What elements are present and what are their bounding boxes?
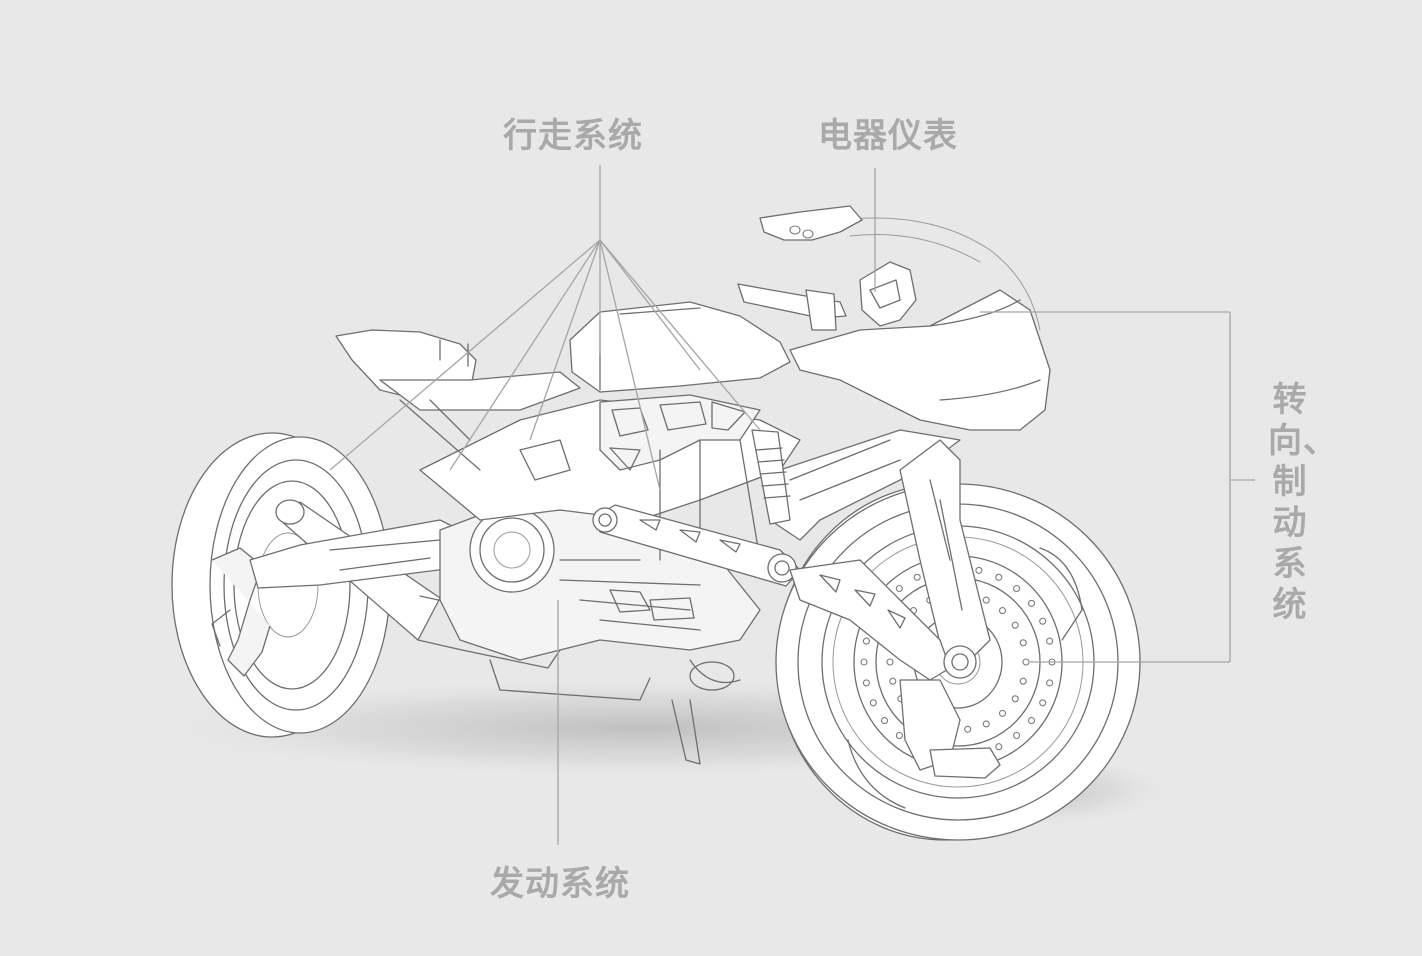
disc-hole xyxy=(886,658,894,666)
label-engine-system: 发动系统 xyxy=(490,864,630,904)
disc-hole xyxy=(1019,639,1027,647)
label-steering-braking-system: 转向、制动系统 xyxy=(1268,380,1338,625)
disc-hole xyxy=(1039,617,1047,625)
disc-hole xyxy=(862,637,870,645)
disc-hole xyxy=(1019,677,1027,685)
fuel-tank xyxy=(569,301,791,393)
disc-hole xyxy=(995,573,1003,581)
disc-hole xyxy=(862,679,870,687)
disc-hole xyxy=(982,720,990,728)
disc-hole xyxy=(975,566,983,574)
disc-hole xyxy=(1022,658,1030,666)
label-chassis-system: 行走系统 xyxy=(503,116,643,156)
disc-hole xyxy=(1046,679,1054,687)
disc-hole xyxy=(880,717,889,725)
disc-hole xyxy=(913,573,921,581)
disc-hole xyxy=(1013,731,1021,740)
disc-hole xyxy=(869,699,877,707)
disc-hole xyxy=(995,743,1003,751)
callout-steering-braking xyxy=(980,311,1255,663)
disc-hole xyxy=(1011,695,1019,703)
windscreen xyxy=(839,217,1041,331)
disc-hole xyxy=(860,658,868,666)
seat-tail xyxy=(335,329,581,471)
disc-hole xyxy=(964,725,972,733)
main-frame xyxy=(419,394,961,561)
disc-hole xyxy=(1039,699,1047,707)
handlebar xyxy=(737,283,847,331)
disc-hole xyxy=(982,596,990,604)
side-stand xyxy=(671,699,701,765)
disc-hole xyxy=(998,709,1007,717)
disc-hole xyxy=(1046,637,1054,645)
disc-hole xyxy=(1013,584,1021,593)
callout-chassis xyxy=(329,165,761,491)
disc-hole xyxy=(998,607,1007,615)
front-fairing xyxy=(789,261,1051,431)
linkage-arm xyxy=(592,504,801,587)
front-fork xyxy=(789,439,1001,779)
shock-absorber xyxy=(751,429,791,525)
disc-hole xyxy=(1027,717,1036,725)
disc-hole xyxy=(889,677,897,685)
disc-hole xyxy=(895,731,903,740)
disc-hole xyxy=(1027,599,1036,607)
label-electrical-instruments: 电器仪表 xyxy=(818,116,958,156)
disc-hole xyxy=(1011,621,1019,629)
mirror xyxy=(759,205,863,241)
disc-hole xyxy=(895,584,903,593)
